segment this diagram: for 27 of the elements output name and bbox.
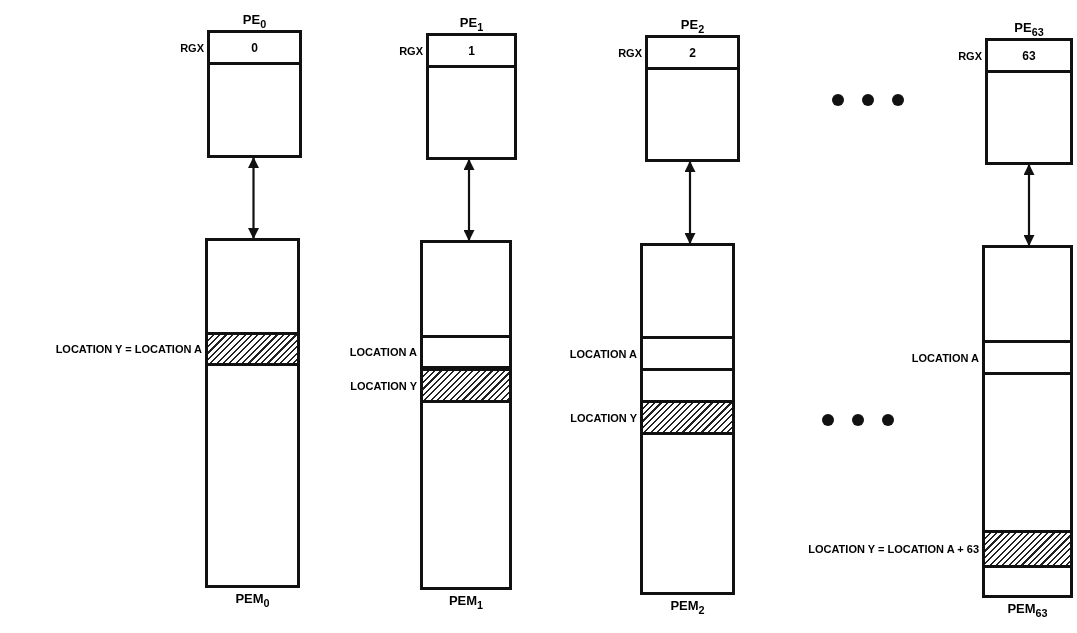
location-label: LOCATION A bbox=[569, 347, 637, 360]
register-label: RGX bbox=[399, 44, 423, 57]
memory-label: PEM$_{2}$ bbox=[669, 598, 706, 616]
location-label: LOCATION Y = LOCATION A bbox=[55, 343, 202, 355]
register-value: 1 bbox=[467, 43, 476, 58]
double-arrow bbox=[684, 160, 696, 245]
memory-label: PEM$_{0}$ bbox=[234, 591, 271, 609]
double-arrow bbox=[463, 158, 475, 242]
double-arrow bbox=[1023, 163, 1035, 247]
location-label: LOCATION Y = LOCATION A + 63 bbox=[808, 543, 979, 555]
register-value: 63 bbox=[1021, 48, 1037, 63]
register-label: RGX bbox=[958, 49, 982, 62]
location-label: LOCATION Y bbox=[350, 379, 417, 392]
location-label: LOCATION A bbox=[911, 351, 979, 364]
register-value: 0 bbox=[250, 40, 259, 55]
register-label: RGX bbox=[618, 46, 642, 59]
register-label: RGX bbox=[180, 41, 204, 54]
processor-label: PE$_{0}$ bbox=[241, 12, 268, 30]
processor-label: PE$_{1}$ bbox=[458, 15, 485, 33]
location-label: LOCATION Y bbox=[570, 411, 637, 424]
processor-label: PE$_{2}$ bbox=[679, 17, 706, 35]
processor-label: PE$_{63}$ bbox=[1013, 20, 1045, 38]
double-arrow bbox=[248, 156, 259, 240]
memory-label: PEM$_{1}$ bbox=[447, 593, 485, 611]
register-value: 2 bbox=[688, 45, 697, 60]
memory-label: PEM$_{63}$ bbox=[1006, 601, 1049, 619]
location-label: LOCATION A bbox=[349, 346, 417, 358]
